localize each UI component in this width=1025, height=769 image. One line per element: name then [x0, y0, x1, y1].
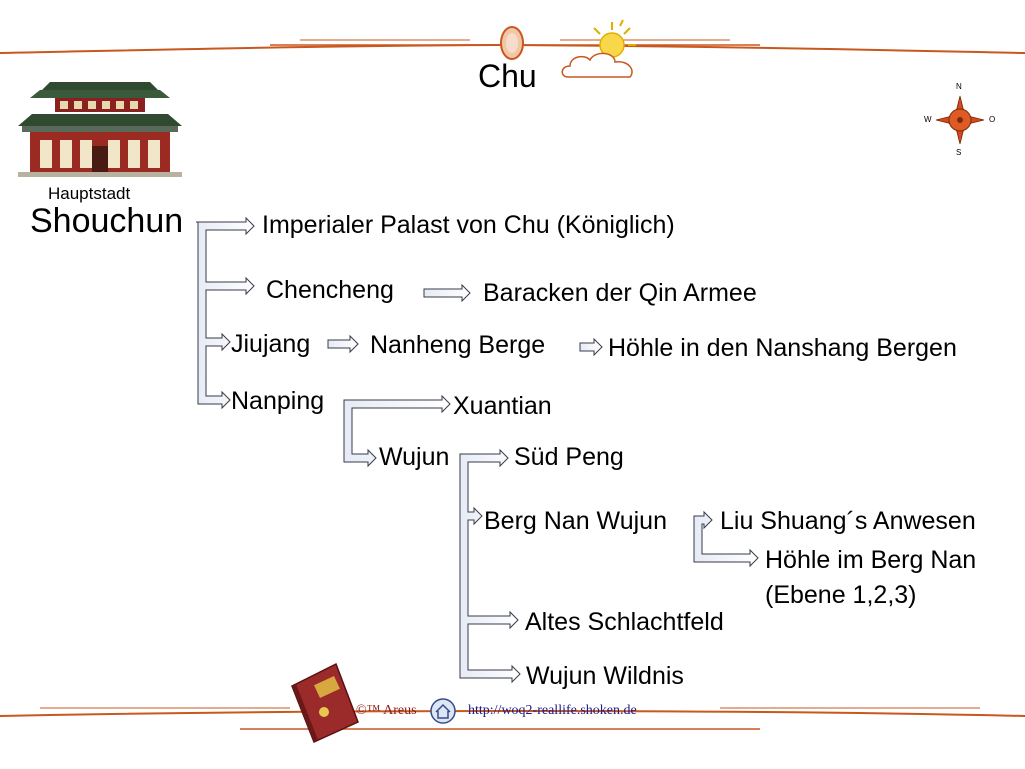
sun-medallion-icon	[500, 26, 524, 60]
node-xuantian: Xuantian	[453, 392, 552, 420]
node-nanping: Nanping	[231, 387, 325, 415]
node-sued-peng: Süd Peng	[514, 443, 624, 471]
node-wujun-wildnis: Wujun Wildnis	[526, 662, 684, 690]
cloud-sun-icon	[561, 19, 636, 78]
home-icon[interactable]	[430, 698, 456, 724]
capital-name: Shouchun	[30, 202, 184, 240]
node-nanheng-berge: Nanheng Berge	[370, 331, 546, 359]
book-icon	[291, 662, 359, 744]
node-hoehle-nanshang: Höhle in den Nanshang Bergen	[608, 334, 957, 362]
node-jiujang: Jiujang	[231, 330, 311, 358]
node-chencheng: Chencheng	[266, 276, 394, 304]
compass-east-label: O	[989, 115, 996, 124]
capital-label: Hauptstadt	[48, 184, 131, 203]
palace-building-icon	[18, 82, 182, 177]
node-altes-schlachtfeld: Altes Schlachtfeld	[525, 608, 724, 636]
page-title: Chu	[478, 58, 537, 94]
node-berg-nan-wujun: Berg Nan Wujun	[484, 507, 667, 535]
node-baracken: Baracken der Qin Armee	[483, 279, 757, 307]
compass-icon	[935, 95, 985, 145]
node-hoehle-berg-nan: Höhle im Berg Nan	[765, 546, 977, 574]
footer-url-link[interactable]: http://woq2-reallife.shoken.de	[468, 703, 637, 718]
compass-north-label: N	[956, 82, 962, 91]
node-hoehle-berg-nan-ebene: (Ebene 1,2,3)	[765, 581, 917, 609]
node-wujun: Wujun	[379, 443, 450, 471]
compass-south-label: S	[956, 148, 962, 157]
footer-copyright: ©™ Areus	[356, 703, 417, 718]
node-liu-shuang: Liu Shuang´s Anwesen	[720, 507, 976, 535]
compass-west-label: W	[924, 115, 932, 124]
node-imperialer-palast: Imperialer Palast von Chu (Königlich)	[262, 211, 675, 239]
tree-connectors	[196, 216, 759, 684]
